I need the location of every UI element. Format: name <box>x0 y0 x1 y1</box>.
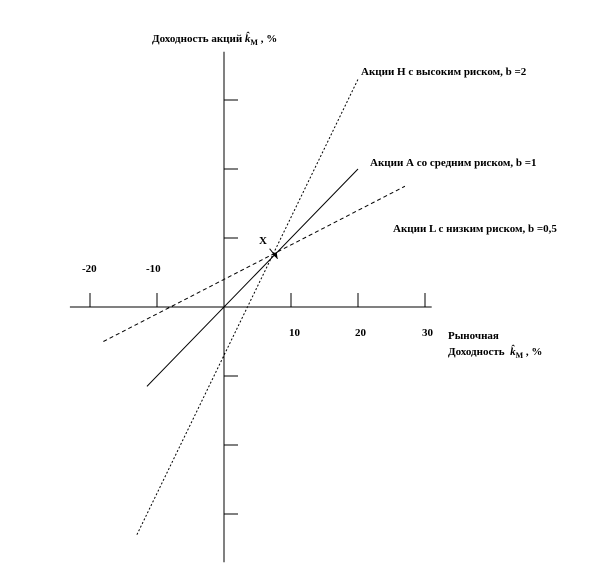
x-tick-label-30: 30 <box>422 327 433 339</box>
y-axis-symbol: k̂ <box>244 33 251 45</box>
low-risk-line <box>103 185 406 342</box>
ticks <box>89 99 426 515</box>
medium-risk-line <box>146 168 359 387</box>
x-axis-label: Доходность k̂M , % <box>448 346 543 361</box>
x-tick-label--10: -10 <box>146 263 161 275</box>
x-tick-label-20: 20 <box>355 327 366 339</box>
y-axis-label: Доходность акций k̂M , % <box>152 33 278 48</box>
series-label-medium-risk: Акции А со средним риском, b =1 <box>370 157 537 169</box>
axes <box>69 51 432 563</box>
intersection-marker <box>269 248 278 260</box>
x-axis-subscript: M <box>515 351 524 361</box>
intersection-arrow-head <box>272 251 278 259</box>
x-tick-label--20: -20 <box>82 263 97 275</box>
series-lines <box>103 79 406 535</box>
x-tick-label-10: 10 <box>289 327 300 339</box>
series-label-high-risk: Акции Н с высоким риском, b =2 <box>361 66 527 78</box>
high-risk-line <box>136 79 359 535</box>
intersection-label: X <box>259 235 267 247</box>
series-label-low-risk: Акции L с низким риском, b =0,5 <box>393 223 557 235</box>
x-axis-symbol: k̂ <box>510 346 516 358</box>
y-axis-subscript: M <box>250 38 258 48</box>
x-axis-label-line1: Рыночная <box>448 330 499 342</box>
